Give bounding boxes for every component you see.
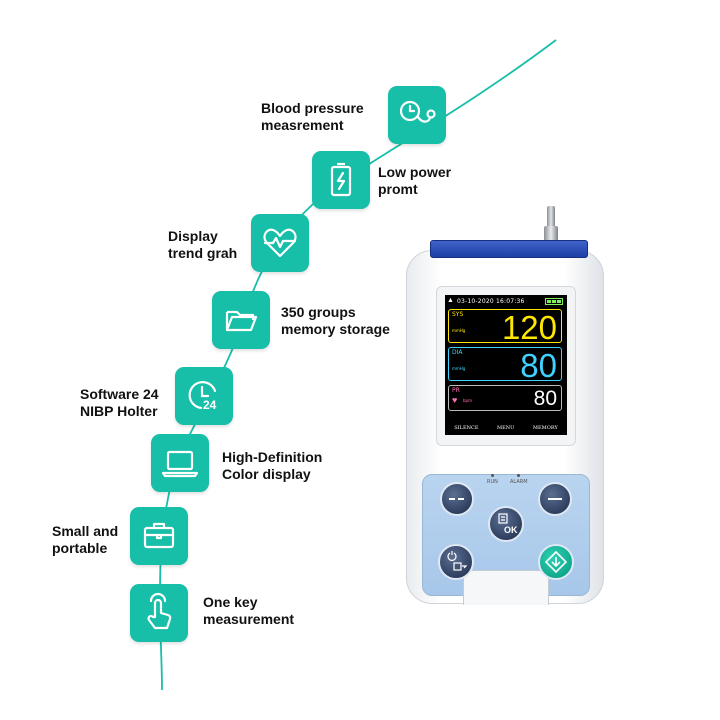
hand-tap-icon [130,584,188,642]
right-key[interactable] [538,482,572,516]
clock-24-icon: 24 [175,367,233,425]
pr-label: PR [452,387,460,394]
softkey-silence: SILENCE [454,425,479,431]
screen-datetime: 03-10-2020 16:07:36 [457,298,525,305]
lcd-screen: ▲ 03-10-2020 16:07:36 SYS mmHg 120 DIA m… [445,295,567,435]
dia-panel: DIA mmHg 80 [448,347,562,384]
dia-label: DIA [452,349,463,356]
feature-label-blood-pressure: Blood pressure measrement [261,100,364,133]
feature-label-trend: Display trend grah [168,228,238,261]
svg-text:24: 24 [203,398,217,412]
feature-label-holter: Software 24 NIBP Holter [80,386,159,419]
keypad-notch [463,570,549,605]
briefcase-icon [130,507,188,565]
pr-unit: bpm [463,398,472,403]
feature-label-portable: Small and portable [52,523,119,556]
device-top-cap [430,240,588,258]
heart-icon: ♥ [452,395,458,405]
feature-label-display: High-Definition Color display [222,449,323,482]
pr-value: 80 [533,387,557,410]
battery-low-icon [312,151,370,209]
start-measure-key[interactable] [538,544,574,580]
battery-icon [545,298,563,305]
sys-value: 120 [501,309,557,346]
folder-icon [212,291,270,349]
stethoscope-clock-icon [388,86,446,144]
left-key[interactable] [440,482,474,516]
pr-panel: PR ♥ bpm 80 [448,385,562,411]
cuff-connector [544,206,558,244]
heart-pulse-icon [251,214,309,272]
ok-key[interactable]: OK [488,506,524,542]
feature-label-memory: 350 groups memory storage [281,304,390,337]
sys-label: SYS [452,311,464,318]
blood-pressure-monitor: ▲ 03-10-2020 16:07:36 SYS mmHg 120 DIA m… [406,206,604,605]
screen-bezel: ▲ 03-10-2020 16:07:36 SYS mmHg 120 DIA m… [436,286,576,446]
dia-value: 80 [520,347,557,384]
run-indicator: RUN [487,474,498,485]
sys-unit: mmHg [452,328,466,333]
feature-label-low-power: Low power promt [378,164,452,197]
softkey-bar: SILENCE MENU MEMORY [445,425,567,431]
sys-panel: SYS mmHg 120 [448,309,562,346]
softkey-memory: MEMORY [532,425,558,431]
feature-label-one-key: One key measurement [203,594,295,627]
power-record-key[interactable] [438,544,474,580]
ok-label: OK [504,525,518,535]
laptop-icon [151,434,209,492]
dia-unit: mmHg [452,366,466,371]
softkey-menu: MENU [496,425,515,431]
bell-icon: ▲ [447,297,454,304]
alarm-indicator: ALARM [510,474,528,485]
